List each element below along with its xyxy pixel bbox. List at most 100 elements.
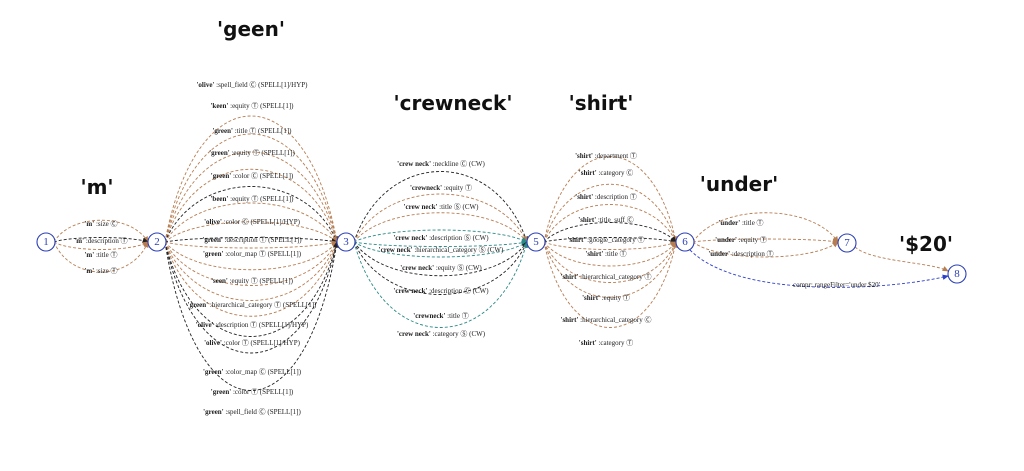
node-3[interactable]: 3 [336,232,356,252]
edge-label-e12-0-detail: :size Ⓒ [94,220,117,228]
edge-label-e56-4: 'shirt' :google_category Ⓣ [568,236,645,244]
edge-label-e35-5-detail: :equity Ⓢ (CW) [434,264,482,272]
edge-label-e23-0: 'olive' :spell_field Ⓒ (SPELL[1]/HYP) [196,81,308,89]
edge-label-e23-9: 'seen' :equity Ⓣ (SPELL[1]) [211,277,294,285]
node-1-label: 1 [43,236,49,248]
edge-e67-0 [692,212,839,243]
heading-token-geen: 'geen' [217,17,285,41]
edge-label-e35-3-detail: :description Ⓢ (CW) [427,234,489,242]
edge-label-e67-0-term: 'under' [718,219,740,227]
edge-label-e23-15-term: 'green' [203,408,224,416]
edge-label-e35-0-detail: :neckline Ⓒ (CW) [431,160,486,168]
edge-e56-8 [543,241,677,298]
edge-e35-1 [353,193,528,243]
edge-e23-7 [164,237,338,244]
edge-label-e23-7: 'green' :description Ⓣ (SPELL[1]) [202,236,302,244]
edge-label-e56-1-detail: :category Ⓒ [597,169,634,177]
node-6[interactable]: 6 [675,232,695,252]
edge-label-e12-0: 'm' :size Ⓒ [84,220,117,228]
edge-e23-12 [164,241,338,317]
edge-label-e56-5-term: 'shirt' [585,250,603,258]
edge-e23-6 [164,221,338,243]
edge-label-e56-7: 'shirt' :equity Ⓣ [582,294,630,302]
edge-label-e12-3: 'm' :size Ⓣ [84,267,117,275]
edge-label-e12-1-detail: :description Ⓣ [84,237,128,245]
edge-label-e35-7-term: 'crewneck' [413,312,445,320]
edge-label-e56-5: 'shirt' :title Ⓣ [585,250,626,258]
edge-label-e23-10: 'green' :hierarchical_category Ⓣ (SPELL[… [188,301,317,309]
edge-label-e23-5-detail: :equity Ⓣ (SPELL[1]) [228,195,294,203]
edge-e56-2 [543,204,677,243]
edge-e35-8 [353,241,529,328]
edge-label-e23-4: 'green' :color Ⓒ (SPELL[1]) [211,172,294,180]
node-2[interactable]: 2 [147,232,167,252]
node-8[interactable]: 8 [947,264,967,284]
edge-label-e35-7-detail: :title Ⓣ [445,312,468,320]
edge-label-e23-0-term: 'olive' [196,81,214,89]
edge-e23-1 [164,133,339,243]
edge-label-e23-0-detail: :spell_field Ⓒ (SPELL[1]/HYP) [214,81,308,89]
edge-label-e35-5: 'crew neck' :equity Ⓢ (CW) [400,264,482,272]
edge-label-e56-0-term: 'shirt' [575,152,593,160]
edge-label-e67-2-term: 'under' [708,250,730,258]
heading-token-under: 'under' [700,172,778,196]
edge-e35-5 [353,241,528,258]
edge-label-e56-2: 'shirt' :description Ⓣ [575,193,636,201]
edge-label-e35-6: 'crew neck' :description Ⓒ (CW) [393,287,489,295]
edge-e56-5 [543,241,677,250]
edge-e12-1 [53,237,149,243]
node-1[interactable]: 1 [36,232,56,252]
edge-e23-15 [164,241,339,391]
edge-label-e23-1: 'keen' :equity Ⓣ (SPELL[1]) [210,102,294,110]
edge-label-e56-3: 'shirt' :title_suff Ⓒ [578,216,633,224]
edge-label-e35-0-term: 'crew neck' [397,160,431,168]
edge-label-e23-12: 'olive' :color Ⓣ (SPELL[1]/HYP) [204,339,301,347]
edge-label-e23-3-term: 'green' [209,149,230,157]
edge-label-e35-6-term: 'crew neck' [393,287,427,295]
edge-label-e23-10-detail: :hierarchical_category Ⓣ (SPELL[1]) [208,301,317,309]
edge-e56-7 [543,241,677,283]
edge-label-e35-3: 'crew neck' :description Ⓢ (CW) [393,234,489,242]
heading-token-shirt: 'shirt' [569,91,634,115]
edge-label-e23-14-term: 'green' [211,388,232,396]
edge-e23-14 [164,241,339,354]
edge-label-e23-13-detail: :color_map Ⓒ (SPELL[1]) [223,368,301,376]
edge-label-e56-2-detail: :description Ⓣ [593,193,637,201]
edge-e23-11 [164,241,338,301]
edge-e56-9 [543,241,678,328]
edge-label-e56-6-term: 'shirt' [561,273,579,281]
node-5[interactable]: 5 [526,232,546,252]
edge-e12-0 [53,219,149,243]
edge-label-e23-11-detail: :description Ⓣ (SPELL[1]/HYP) [214,321,309,329]
edge-label-e56-8-term: 'shirt' [561,316,579,324]
edge-label-e56-7-term: 'shirt' [582,294,600,302]
edge-e35-6 [353,241,528,277]
edge-e56-1 [543,183,677,243]
edge-label-e56-7-detail: :equity Ⓣ [600,294,630,302]
node-3-label: 3 [343,236,349,248]
edge-label-e23-8-term: 'green' [203,250,224,258]
edge-label-e35-2-term: 'crew neck' [404,203,438,211]
edge-label-e67-1: 'under' :equity Ⓣ [715,236,767,244]
edge-label-e23-1-detail: :equity Ⓣ (SPELL[1]) [228,102,294,110]
edge-label-e35-0: 'crew neck' :neckline Ⓒ (CW) [397,160,485,168]
edge-label-e23-3-detail: :equity Ⓣ (SPELL[1]) [230,149,296,157]
edge-label-e35-5-term: 'crew neck' [400,264,434,272]
edge-label-e12-1: 'm' :description Ⓣ [74,237,127,245]
edge-label-e23-7-term: 'green' [202,236,223,244]
edge-e35-7 [353,241,528,295]
edge-label-e23-11: 'olive' :description Ⓣ (SPELL[1]/HYP) [196,321,309,329]
edge-label-e23-12-detail: :color Ⓣ (SPELL[1]/HYP) [222,339,301,347]
edge-label-e23-14-detail: :color Ⓣ (SPELL[1]) [231,388,294,396]
edge-e56-3 [543,222,677,243]
edge-label-e12-2-detail: :title Ⓣ [94,251,117,259]
edge-label-e56-2-term: 'shirt' [575,193,593,201]
edge-label-e35-8-term: 'crew neck' [397,330,431,338]
edge-label-e23-7-detail: :description Ⓣ (SPELL[1]) [223,236,302,244]
edge-label-e23-2-term: 'green' [212,127,233,135]
node-7[interactable]: 7 [837,233,857,253]
edge-label-e67-2: 'under' :description Ⓣ [708,250,773,258]
edge-e23-5 [164,202,338,243]
edge-e23-0 [164,115,339,243]
